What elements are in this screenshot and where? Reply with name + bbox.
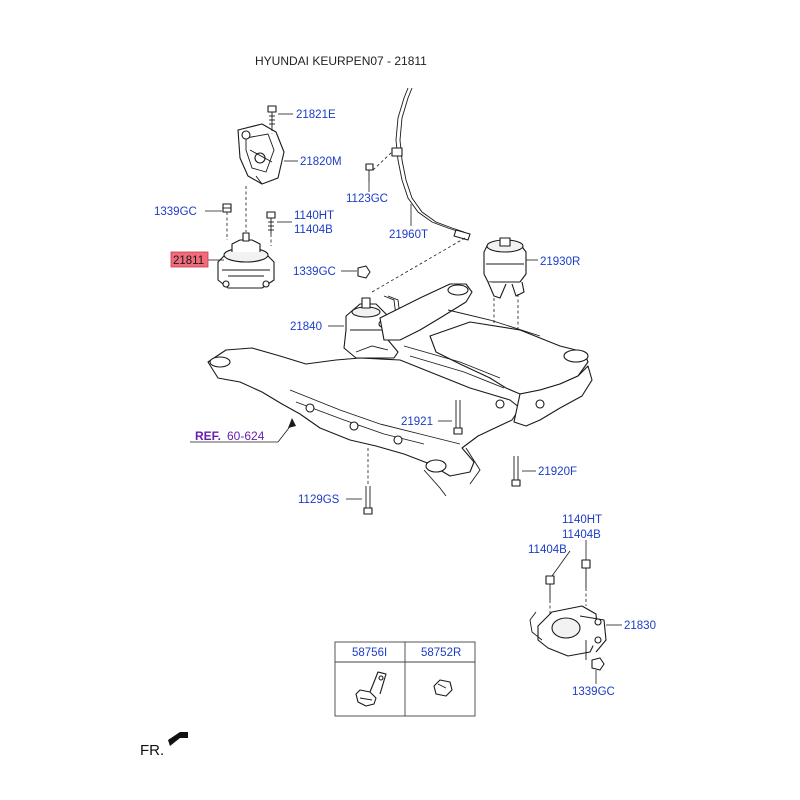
label-1123gc[interactable]: 1123GC [346,193,388,205]
diagram-title: HYUNDAI KEURPEN07 - 21811 [255,54,427,68]
bolt-11404b-lower-left[interactable] [545,575,555,600]
label-11404b-lower-left[interactable]: 11404B [528,544,567,556]
nut-1339gc-upper[interactable] [222,203,232,213]
bolt-21920f[interactable] [511,456,521,487]
mount-21830[interactable] [529,605,607,660]
front-direction-arrow-icon [168,732,188,746]
parts-box-col2-label[interactable]: 58752R [421,647,461,659]
clip-58752r[interactable] [433,679,453,697]
engine-mount-21811[interactable] [217,232,275,289]
leader-lines [205,113,622,684]
parts-box-col1-label[interactable]: 58756I [352,647,387,659]
nut-1339gc-middle[interactable] [357,265,371,279]
label-21930r[interactable]: 21930R [540,256,580,268]
label-1339gc-upper[interactable]: 1339GC [154,206,197,218]
label-21920f[interactable]: 21920F [538,466,577,478]
label-21830[interactable]: 21830 [624,620,656,632]
nut-1339gc-lower[interactable] [591,657,605,671]
label-1339gc-middle[interactable]: 1339GC [293,266,336,278]
bracket-21820m[interactable] [237,105,285,185]
bolt-1140ht-lower[interactable] [581,559,591,588]
parts-box: 58756I 58752R [334,641,476,717]
bolt-21921[interactable] [453,400,463,435]
front-subframe[interactable] [207,283,593,497]
label-21960t[interactable]: 21960T [389,229,428,241]
label-1129gs[interactable]: 1129GS [298,494,340,506]
label-1339gc-lower[interactable]: 1339GC [572,686,615,698]
label-21811-highlighted[interactable]: 21811 [173,255,204,267]
bolt-1140ht-upper[interactable] [266,211,276,234]
highlight-21811 [170,251,209,268]
mount-21930r[interactable] [483,237,527,299]
label-21840[interactable]: 21840 [290,321,322,333]
bolt-1129gs[interactable] [363,486,373,515]
label-21821e[interactable]: 21821E [296,109,336,121]
ref-prefix[interactable]: REF. [195,429,221,443]
label-1140ht-upper[interactable]: 1140HT [294,210,334,222]
label-1140ht-lower[interactable]: 1140HT [562,514,602,526]
clip-58756i[interactable] [355,671,387,707]
label-11404b-upper[interactable]: 11404B [294,224,333,236]
label-21820m[interactable]: 21820M [300,156,342,168]
ref-number[interactable]: 60-624 [227,429,265,443]
label-21921[interactable]: 21921 [401,416,433,428]
ground-cable-21960t[interactable] [365,87,471,241]
label-11404b-lower-right[interactable]: 11404B [562,529,601,541]
front-direction-label: FR. [140,742,164,759]
